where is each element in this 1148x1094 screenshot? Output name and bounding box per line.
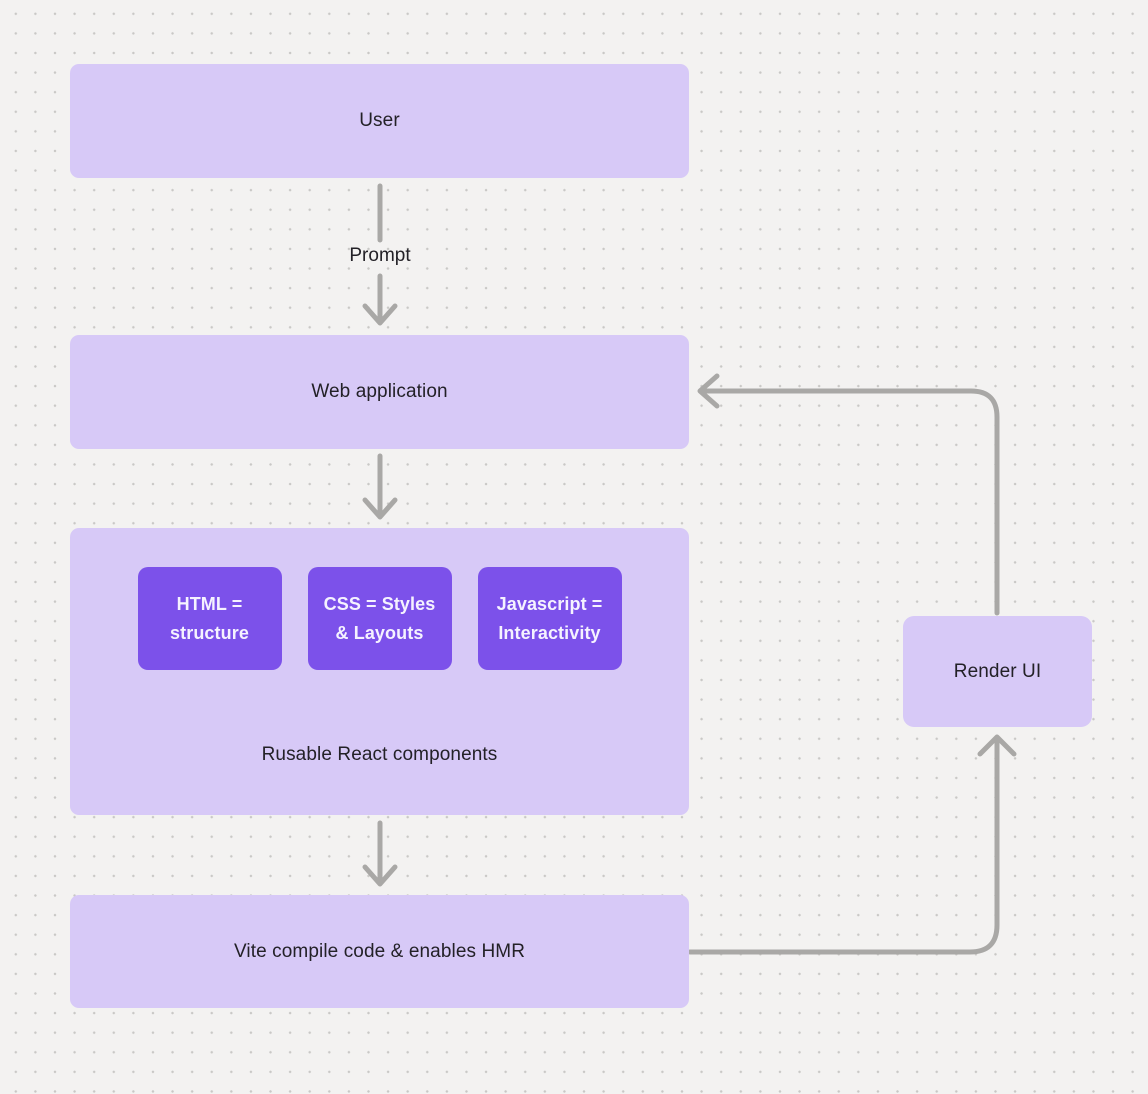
connector-renderui-to-webapp[interactable] — [697, 373, 1000, 616]
node-components-group[interactable]: HTML = structure CSS = Styles & Layouts … — [70, 528, 689, 815]
node-vite-label: Vite compile code & enables HMR — [233, 940, 526, 962]
node-render-ui-label: Render UI — [953, 660, 1042, 682]
node-render-ui[interactable]: Render UI — [903, 616, 1092, 727]
node-web-application[interactable]: Web application — [70, 335, 689, 449]
edge-label-prompt[interactable]: Prompt — [280, 245, 480, 267]
chip-css-label: CSS = Styles & Layouts — [323, 593, 436, 643]
node-vite[interactable]: Vite compile code & enables HMR — [70, 895, 689, 1008]
chip-javascript[interactable]: Javascript = Interactivity — [477, 567, 622, 670]
connector-components-to-vite[interactable] — [362, 820, 398, 887]
chip-html[interactable]: HTML = structure — [137, 567, 282, 670]
node-web-application-label: Web application — [311, 381, 448, 402]
node-user[interactable]: User — [70, 64, 689, 178]
chip-javascript-label: Javascript = Interactivity — [496, 593, 603, 643]
connector-vite-to-renderui[interactable] — [687, 734, 1017, 955]
node-user-label: User — [359, 110, 400, 131]
components-group-label: Rusable React components — [261, 744, 498, 765]
connector-webapp-to-components[interactable] — [362, 453, 398, 520]
chip-row: HTML = structure CSS = Styles & Layouts … — [70, 567, 689, 670]
chip-html-label: HTML = structure — [170, 593, 249, 643]
edge-label-prompt-text: Prompt — [349, 245, 411, 266]
chip-css[interactable]: CSS = Styles & Layouts — [307, 567, 452, 670]
